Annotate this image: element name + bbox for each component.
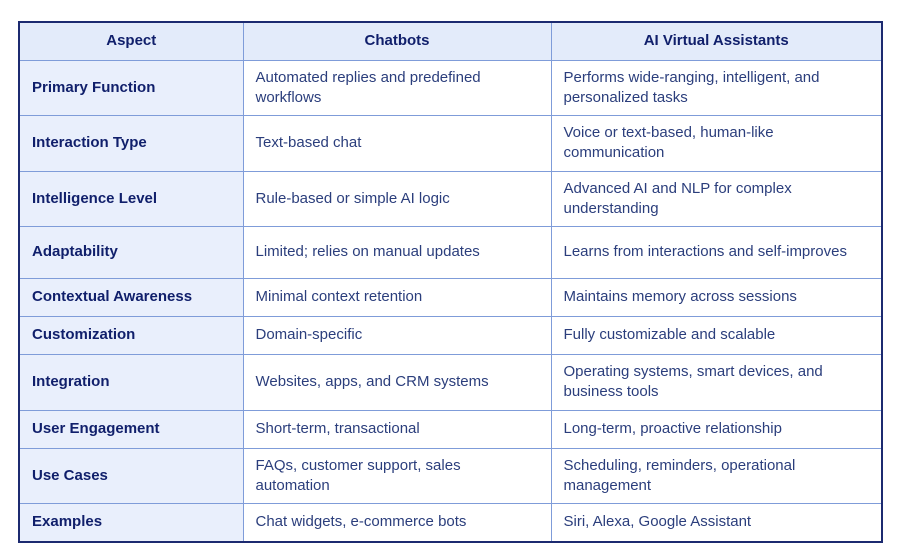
assistants-cell: Advanced AI and NLP for complex understa… bbox=[550, 170, 883, 227]
aspect-cell: Examples bbox=[18, 503, 244, 542]
assistants-cell: Fully customizable and scalable bbox=[550, 316, 883, 355]
table-row: Interaction Type Text-based chat Voice o… bbox=[18, 115, 883, 172]
assistants-cell: Performs wide-ranging, intelligent, and … bbox=[550, 59, 883, 116]
assistants-cell: Voice or text-based, human-like communic… bbox=[550, 115, 883, 172]
assistants-cell: Learns from interactions and self-improv… bbox=[550, 226, 883, 279]
chatbots-cell: Minimal context retention bbox=[242, 278, 552, 317]
table-row: Adaptability Limited; relies on manual u… bbox=[18, 226, 883, 279]
chatbots-cell: Short-term, transactional bbox=[242, 409, 552, 449]
chatbots-cell: Domain-specific bbox=[242, 316, 552, 355]
assistants-cell: Operating systems, smart devices, and bu… bbox=[550, 354, 883, 411]
chatbots-vs-ai-assistants-table: Aspect Chatbots AI Virtual Assistants Pr… bbox=[18, 21, 883, 543]
aspect-cell: Adaptability bbox=[18, 226, 244, 279]
assistants-cell: Maintains memory across sessions bbox=[550, 278, 883, 317]
aspect-cell: Intelligence Level bbox=[18, 170, 244, 227]
column-header-chatbots: Chatbots bbox=[242, 21, 552, 61]
table-row: Intelligence Level Rule-based or simple … bbox=[18, 170, 883, 227]
aspect-cell: Customization bbox=[18, 316, 244, 355]
aspect-cell: User Engagement bbox=[18, 409, 244, 449]
chatbots-cell: FAQs, customer support, sales automation bbox=[242, 447, 552, 504]
assistants-cell: Siri, Alexa, Google Assistant bbox=[550, 503, 883, 542]
comparison-table-container: Aspect Chatbots AI Virtual Assistants Pr… bbox=[18, 21, 883, 543]
column-header-ai-virtual-assistants: AI Virtual Assistants bbox=[550, 21, 883, 61]
aspect-cell: Contextual Awareness bbox=[18, 278, 244, 317]
chatbots-cell: Chat widgets, e-commerce bots bbox=[242, 503, 552, 542]
assistants-cell: Scheduling, reminders, operational manag… bbox=[550, 447, 883, 504]
table-row: Customization Domain-specific Fully cust… bbox=[18, 316, 883, 355]
aspect-cell: Integration bbox=[18, 354, 244, 411]
chatbots-cell: Automated replies and predefined workflo… bbox=[242, 59, 552, 116]
aspect-cell: Interaction Type bbox=[18, 115, 244, 172]
table-row: Examples Chat widgets, e-commerce bots S… bbox=[18, 503, 883, 542]
aspect-cell: Primary Function bbox=[18, 59, 244, 116]
assistants-cell: Long-term, proactive relationship bbox=[550, 409, 883, 449]
chatbots-cell: Limited; relies on manual updates bbox=[242, 226, 552, 279]
column-header-aspect: Aspect bbox=[18, 21, 244, 61]
table-row: Integration Websites, apps, and CRM syst… bbox=[18, 354, 883, 411]
table-row: Use Cases FAQs, customer support, sales … bbox=[18, 447, 883, 504]
chatbots-cell: Rule-based or simple AI logic bbox=[242, 170, 552, 227]
table-row: Primary Function Automated replies and p… bbox=[18, 59, 883, 116]
chatbots-cell: Text-based chat bbox=[242, 115, 552, 172]
header-row: Aspect Chatbots AI Virtual Assistants bbox=[18, 21, 883, 61]
aspect-cell: Use Cases bbox=[18, 447, 244, 504]
chatbots-cell: Websites, apps, and CRM systems bbox=[242, 354, 552, 411]
table-row: User Engagement Short-term, transactiona… bbox=[18, 409, 883, 449]
table-row: Contextual Awareness Minimal context ret… bbox=[18, 278, 883, 317]
